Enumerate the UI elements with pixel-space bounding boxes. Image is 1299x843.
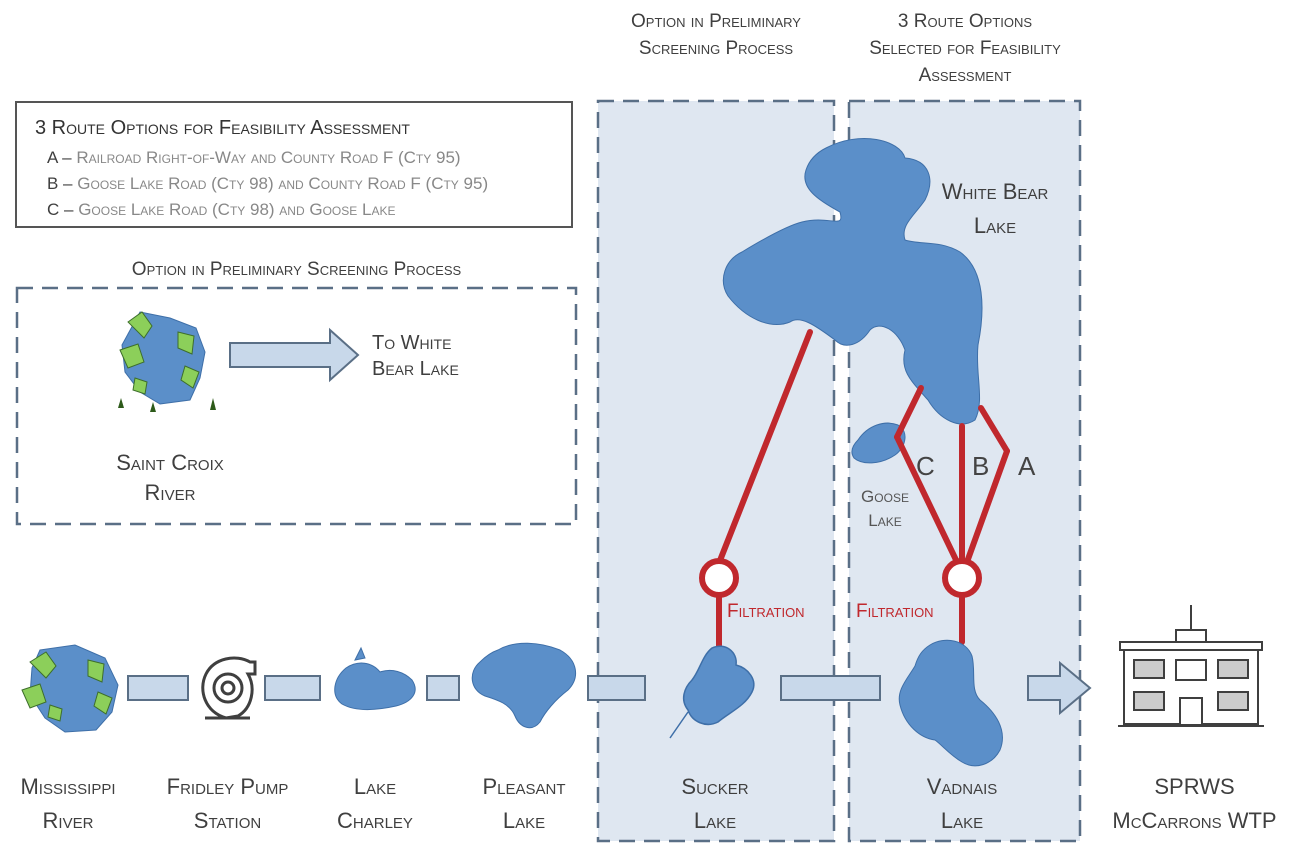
- legend-title: 3 Route Options for Feasibility Assessme…: [35, 117, 410, 139]
- sprws-line2: McCarrons WTP: [1112, 808, 1277, 833]
- feasibility-header-line1: 3 Route Options: [897, 11, 1033, 32]
- legend-item-c: C – Goose Lake Road (Cty 98) and Goose L…: [47, 200, 395, 220]
- fridley-pump-label: Fridley Pump Station: [145, 770, 310, 838]
- sucker-filtration-label: Filtration: [727, 601, 805, 622]
- sucker-filtration-node: [699, 558, 739, 598]
- charley-line2: Charley: [337, 808, 413, 833]
- white-bear-lake-label: White Bear Lake: [915, 175, 1075, 243]
- legend-key-b: B –: [47, 174, 73, 193]
- legend-text-a: Railroad Right-of-Way and County Road F …: [76, 148, 461, 167]
- pleasant-line1: Pleasant: [482, 774, 566, 799]
- screening-panel: [596, 99, 836, 843]
- saint-croix-river-icon: [118, 311, 216, 412]
- route-lines: [716, 329, 1010, 651]
- saint-croix-line2: River: [144, 480, 196, 505]
- saint-croix-screening-box: [15, 286, 578, 526]
- saint-croix-line1: Saint Croix: [116, 450, 224, 475]
- sucker-lake-shape: [669, 645, 755, 739]
- to-white-bear-label: To White Bear Lake: [372, 330, 459, 382]
- sucker-line2: Lake: [693, 808, 737, 833]
- legend-key-c: C –: [47, 200, 74, 219]
- legend-item-a: A – Railroad Right-of-Way and County Roa…: [47, 148, 461, 168]
- wtp-building-icon: [1118, 605, 1264, 727]
- sprws-line1: SPRWS: [1154, 774, 1235, 799]
- route-a-label: A: [1018, 451, 1036, 481]
- goose-line1: Goose: [861, 487, 909, 506]
- white-bear-line2: Lake: [973, 213, 1017, 238]
- legend-text-b: Goose Lake Road (Cty 98) and County Road…: [77, 174, 489, 193]
- route-b-label: B: [972, 451, 990, 481]
- goose-line2: Lake: [868, 511, 902, 530]
- saint-croix-label: Saint Croix River: [80, 448, 260, 508]
- vadnais-line2: Lake: [940, 808, 984, 833]
- legend-item-b: B – Goose Lake Road (Cty 98) and County …: [47, 174, 488, 194]
- vadnais-filtration-label: Filtration: [856, 601, 934, 622]
- screening-header-line2: Screening Process: [638, 38, 794, 59]
- legend-key-a: A –: [47, 148, 72, 167]
- mississippi-line2: River: [42, 808, 94, 833]
- feasibility-panel-header: 3 Route Options Selected for Feasibility…: [840, 8, 1090, 89]
- screening-header-line1: Option in Preliminary: [631, 11, 801, 32]
- saint-croix-box-header: Option in Preliminary Screening Process: [131, 259, 462, 280]
- goose-lake-label: Goose Lake: [845, 485, 925, 533]
- mississippi-river-label: Mississippi River: [0, 770, 136, 838]
- goose-lake-shape: [851, 422, 906, 464]
- feasibility-header-line3: Assessment: [918, 65, 1012, 86]
- route-c-label: C: [916, 451, 935, 481]
- pump-icon: [201, 656, 257, 720]
- sprws-wtp-label: SPRWS McCarrons WTP: [1092, 770, 1297, 838]
- sucker-lake-label: Sucker Lake: [660, 770, 770, 838]
- lake-charley-shape: [334, 646, 416, 710]
- charley-line1: Lake: [353, 774, 397, 799]
- feasibility-header-line2: Selected for Feasibility: [869, 38, 1061, 59]
- fridley-line1: Fridley Pump: [166, 774, 289, 799]
- vadnais-filtration-node: [942, 558, 982, 598]
- white-bear-line1: White Bear: [941, 179, 1049, 204]
- to-white-bear-line2: Bear Lake: [372, 358, 459, 380]
- mississippi-river-icon: [21, 644, 119, 733]
- to-white-bear-line1: To White: [372, 332, 452, 354]
- legend-box: 3 Route Options for Feasibility Assessme…: [15, 101, 573, 228]
- white-bear-lake-shape: [723, 138, 983, 425]
- mississippi-line1: Mississippi: [20, 774, 116, 799]
- pleasant-lake-shape: [471, 642, 576, 729]
- pipeline-segments: [127, 675, 881, 701]
- lake-charley-label: Lake Charley: [320, 770, 430, 838]
- screening-panel-header: Option in Preliminary Screening Process: [598, 8, 834, 62]
- pleasant-line2: Lake: [502, 808, 546, 833]
- pleasant-lake-label: Pleasant Lake: [465, 770, 583, 838]
- vadnais-line1: Vadnais: [926, 774, 998, 799]
- arrow-to-white-bear: [229, 327, 360, 383]
- vadnais-lake-label: Vadnais Lake: [902, 770, 1022, 838]
- arrow-to-wtp: [1027, 660, 1092, 716]
- vadnais-lake-shape: [898, 639, 1003, 767]
- fridley-line2: Station: [193, 808, 262, 833]
- sucker-line1: Sucker: [681, 774, 749, 799]
- legend-text-c: Goose Lake Road (Cty 98) and Goose Lake: [78, 200, 396, 219]
